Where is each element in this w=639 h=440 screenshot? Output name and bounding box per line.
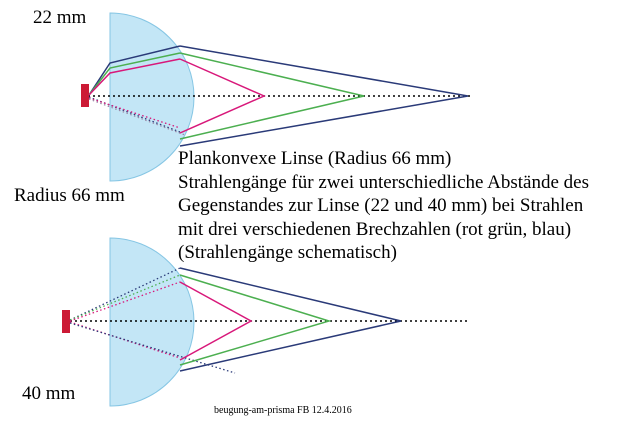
top-diagram: [81, 12, 470, 182]
bottom-ray-green: [179, 274, 332, 366]
top-object: [81, 84, 89, 107]
top-distance-label: 22 mm: [33, 7, 87, 28]
bottom-ray-red: [179, 281, 253, 361]
bottom-lens: [109, 237, 195, 407]
caption-line: Strahlengänge für zwei unterschiedliche …: [178, 171, 589, 193]
bottom-incoming-lower-2: [69, 322, 236, 374]
radius-label: Radius 66 mm: [14, 185, 125, 206]
top-incoming-lower-grey: [88, 98, 186, 136]
caption-line: Gegenstandes zur Linse (22 und 40 mm) be…: [178, 195, 584, 216]
footer-credit: beugung-am-prisma FB 12.4.2016: [214, 405, 352, 416]
top-incoming-lower-blue: [88, 96, 181, 133]
bottom-incoming-upper-1: [69, 267, 181, 321]
bottom-incoming-lower-1: [69, 321, 181, 359]
bottom-diagram: [62, 237, 470, 407]
top-ray-red: [179, 58, 266, 134]
bottom-object: [62, 310, 70, 333]
bottom-distance-label: 40 mm: [22, 383, 76, 404]
top-incoming-blue: [88, 45, 181, 96]
caption-line: (Strahlengänge schematisch): [178, 242, 397, 263]
bottom-incoming-upper-3: [69, 281, 181, 322]
top-ray-blue: [179, 45, 469, 147]
top-ray-green: [179, 52, 365, 140]
caption: Plankonvexe Linse (Radius 66 mm) Strahle…: [178, 147, 589, 265]
top-incoming-green: [88, 52, 181, 96]
top-incoming-red: [88, 58, 181, 96]
bottom-ray-blue: [179, 267, 402, 372]
caption-line: Plankonvexe Linse (Radius 66 mm): [178, 148, 452, 169]
caption-line: mit drei verschiedenen Brechzahlen (rot …: [178, 218, 572, 240]
